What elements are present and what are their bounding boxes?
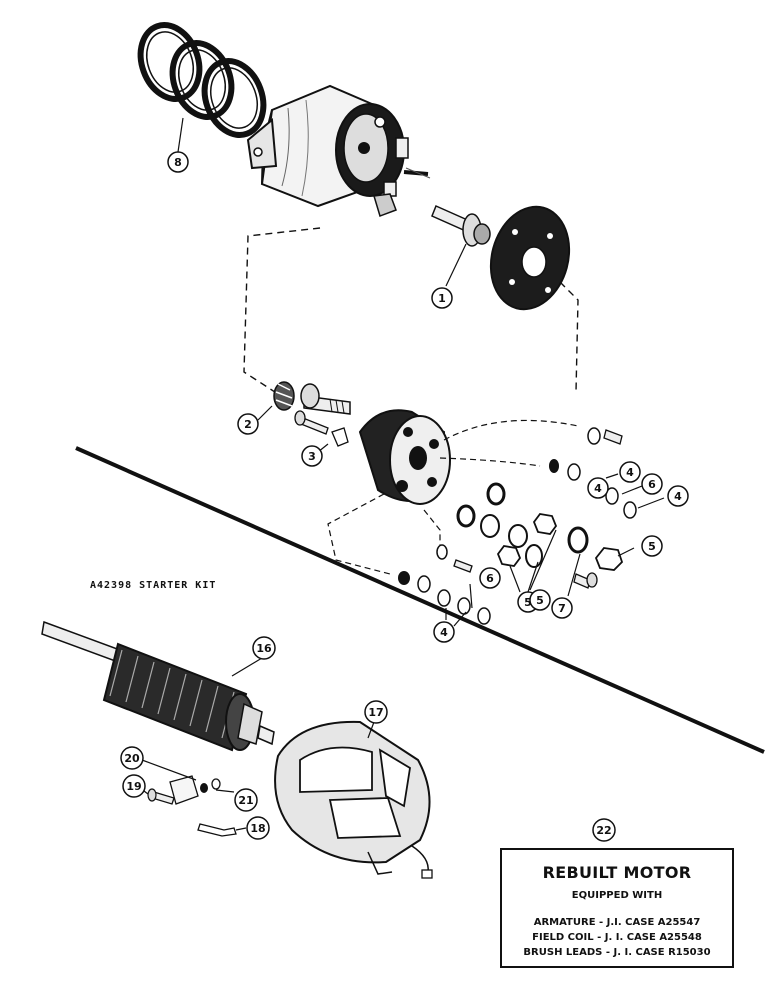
- svg-text:4: 4: [674, 490, 682, 503]
- svg-text:16: 16: [256, 642, 272, 655]
- spring: [273, 381, 295, 411]
- callout-6b: 6: [479, 567, 501, 589]
- svg-text:20: 20: [124, 752, 140, 765]
- divider-line: [75, 446, 765, 754]
- solenoid-housing: [246, 84, 431, 217]
- svg-text:21: 21: [238, 794, 253, 807]
- rebuilt-lines: ARMATURE - J.I. CASE A25547 FIELD COIL -…: [502, 915, 732, 960]
- callout-4-dup: 4: [587, 477, 609, 499]
- callout-group: 1 2 3 4 4 4 5 5 6 6 7 8 16 17 18 19 20 2…: [120, 151, 689, 842]
- svg-text:22: 22: [596, 824, 611, 837]
- svg-text:1: 1: [438, 292, 446, 305]
- callout-7: 7: [551, 597, 573, 619]
- callout-8: 8: [167, 151, 189, 173]
- svg-text:6: 6: [648, 478, 656, 491]
- svg-text:4: 4: [594, 482, 602, 495]
- callout-4c: 4: [433, 621, 455, 643]
- callout-16: 16: [252, 636, 276, 660]
- svg-text:5: 5: [536, 594, 544, 607]
- field-coil: [274, 720, 433, 879]
- rebuilt-title: REBUILT MOTOR: [542, 863, 692, 882]
- svg-text:2: 2: [244, 418, 252, 431]
- callout-2: 2: [237, 413, 259, 435]
- snap-rings: [137, 22, 267, 138]
- callout-22: 22: [592, 818, 616, 842]
- plunger: [431, 204, 491, 247]
- hardware: [398, 427, 637, 625]
- leader-lines: [445, 473, 665, 627]
- dashed-leaders: [327, 419, 579, 575]
- armature: [41, 620, 275, 752]
- rebuilt-line-brush-leads: BRUSH LEADS - J. I. CASE R15030: [523, 947, 711, 958]
- svg-text:17: 17: [368, 706, 383, 719]
- svg-text:4: 4: [440, 626, 448, 639]
- callout-1: 1: [431, 287, 453, 309]
- svg-text:8: 8: [174, 156, 182, 169]
- svg-text:6: 6: [486, 572, 494, 585]
- svg-text:5: 5: [524, 596, 532, 609]
- rebuilt-motor-box: REBUILT MOTOR EQUIPPED WITH ARMATURE - J…: [500, 848, 734, 968]
- callout-3: 3: [301, 445, 323, 467]
- callout-6a: 6: [641, 473, 663, 495]
- callout-20: 20: [120, 746, 144, 770]
- rebuilt-line-armature: ARMATURE - J.I. CASE A25547: [533, 917, 701, 928]
- svg-text:18: 18: [250, 822, 265, 835]
- svg-text:7: 7: [558, 602, 566, 615]
- svg-text:3: 3: [308, 450, 316, 463]
- screw-and-lug: [294, 410, 349, 447]
- callout-4a: 4: [619, 461, 641, 483]
- svg-text:5: 5: [648, 540, 656, 553]
- callout-4b: 4: [667, 485, 689, 507]
- rebuilt-line-field-coil: FIELD COIL - J. I. CASE A25548: [532, 932, 702, 943]
- callout-18: 18: [246, 816, 270, 840]
- brush-parts: [147, 775, 237, 837]
- contact-plate: [489, 205, 571, 311]
- through-bolt: [300, 383, 351, 415]
- callout-17: 17: [364, 700, 388, 724]
- rebuilt-subtitle: EQUIPPED WITH: [571, 890, 663, 901]
- svg-text:19: 19: [126, 780, 141, 793]
- kit-label: A42398 STARTER KIT: [90, 580, 216, 591]
- callout-5a: 5: [641, 535, 663, 557]
- callout-21: 21: [234, 788, 258, 812]
- callout-19: 19: [122, 774, 146, 798]
- svg-text:4: 4: [626, 466, 634, 479]
- callout-5-dup: 5: [529, 589, 551, 611]
- end-frame: [358, 409, 451, 505]
